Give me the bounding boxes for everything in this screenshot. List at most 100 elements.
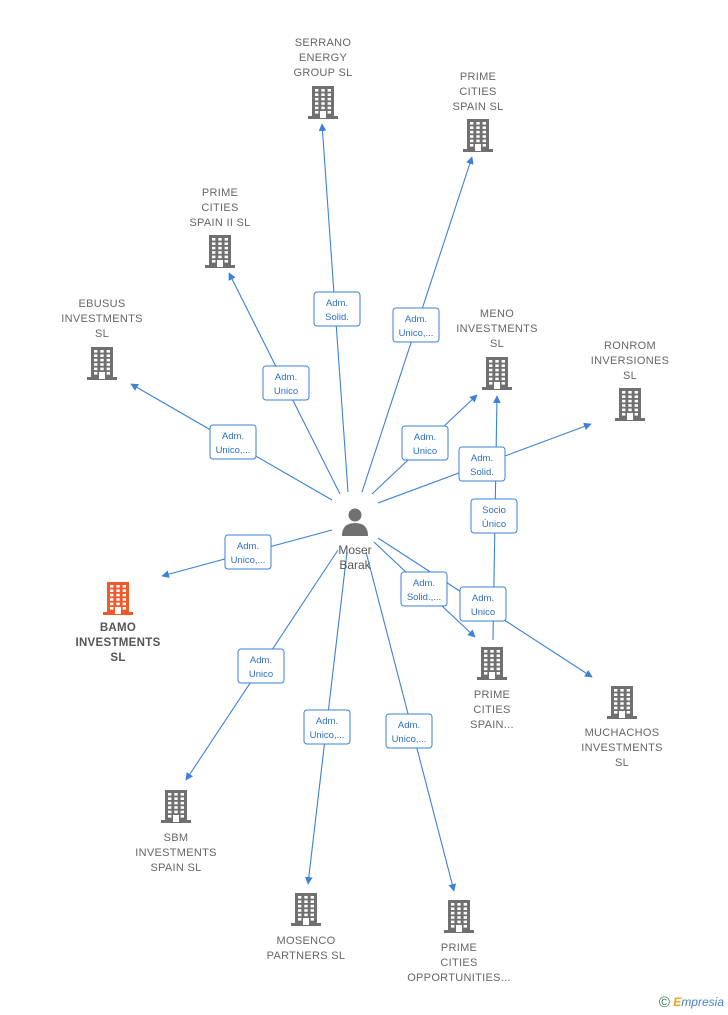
brand-rest: mpresia bbox=[681, 995, 724, 1009]
company-node-serrano[interactable]: SERRANO ENERGY GROUP SL bbox=[293, 37, 352, 119]
company-label-muchachos: MUCHACHOS bbox=[585, 727, 660, 739]
relation-label-text: Adm. bbox=[414, 432, 436, 443]
relation-label-serrano[interactable]: Adm.Solid. bbox=[313, 291, 361, 327]
company-label-serrano: SERRANO bbox=[295, 37, 352, 49]
building-icon bbox=[205, 235, 235, 268]
relation-label-ebusus[interactable]: Adm.Unico,... bbox=[209, 424, 257, 460]
relation-label-text: Adm. bbox=[405, 314, 427, 325]
company-label-ebusus: EBUSUS bbox=[78, 298, 125, 310]
company-label-muchachos: SL bbox=[615, 757, 629, 769]
relation-label-text: Adm. bbox=[326, 298, 348, 309]
brand-initial: E bbox=[673, 995, 682, 1009]
relation-label-text: Adm. bbox=[250, 655, 272, 666]
company-label-prime-cities-opportunities: OPPORTUNITIES... bbox=[407, 972, 511, 984]
relation-label-text: Socio bbox=[482, 505, 506, 516]
relation-label-box bbox=[303, 709, 351, 745]
company-label-bamo: BAMO bbox=[100, 622, 136, 634]
building-icon bbox=[308, 86, 338, 119]
relation-label-box bbox=[313, 291, 361, 327]
relation-label-prime-cities-opportunities[interactable]: Adm.Unico,... bbox=[385, 713, 433, 749]
building-icon bbox=[161, 790, 191, 823]
relation-label-box bbox=[224, 534, 272, 570]
company-label-ebusus: SL bbox=[95, 328, 109, 340]
edges-layer bbox=[130, 123, 593, 892]
company-label-prime-cities-spain: SPAIN SL bbox=[452, 101, 503, 113]
company-label-prime-cities-spain: PRIME bbox=[460, 71, 496, 83]
company-node-ronrom[interactable]: RONROM INVERSIONES SL bbox=[591, 340, 670, 421]
company-label-serrano: ENERGY bbox=[299, 52, 348, 64]
relation-label-text: Unico,... bbox=[392, 734, 427, 745]
company-node-muchachos[interactable]: MUCHACHOS INVESTMENTS SL bbox=[581, 686, 663, 769]
company-label-prime-cities-spain-2: SPAIN... bbox=[470, 719, 514, 731]
relation-label-text: Adm. bbox=[413, 578, 435, 589]
relation-label-sbm[interactable]: Adm. Unico bbox=[237, 648, 285, 684]
building-icon bbox=[615, 388, 645, 421]
company-label-prime-cities-spain-2: PRIME bbox=[474, 689, 510, 701]
relation-label-box bbox=[385, 713, 433, 749]
relation-label-text: Adm. bbox=[275, 372, 297, 383]
relation-label-meno[interactable]: Adm. Unico bbox=[401, 425, 449, 461]
company-label-sbm: SBM bbox=[164, 832, 189, 844]
relation-label-prime-cities-spain[interactable]: Adm.Unico,... bbox=[392, 307, 440, 343]
relation-label-text: Unico,... bbox=[231, 555, 266, 566]
building-icon bbox=[87, 347, 117, 380]
relation-label-text: Solid.,... bbox=[407, 592, 441, 603]
company-node-prime-cities-spain-2[interactable]: PRIMECITIESSPAIN... bbox=[470, 647, 514, 731]
person-name: Moser bbox=[338, 543, 371, 557]
company-label-sbm: INVESTMENTS bbox=[135, 847, 217, 859]
relation-label-ronrom[interactable]: Adm.Solid. bbox=[458, 446, 506, 482]
relation-label-prime-cities-spain-2[interactable]: Adm. Solid.,... bbox=[400, 571, 448, 607]
relation-label-muchachos[interactable]: Adm.Unico bbox=[459, 586, 507, 622]
relation-label-box bbox=[237, 648, 285, 684]
nodes-layer: SERRANO ENERGY GROUP SL PRIME CITIES SPAIN SL… bbox=[61, 37, 669, 984]
company-label-serrano: GROUP SL bbox=[293, 67, 352, 79]
relation-label-box bbox=[392, 307, 440, 343]
relation-label-text: Unico bbox=[249, 669, 273, 680]
relation-label-box bbox=[470, 498, 518, 534]
company-label-ronrom: RONROM bbox=[604, 340, 656, 352]
company-label-muchachos: INVESTMENTS bbox=[581, 742, 663, 754]
relation-label-text: Unico,... bbox=[310, 730, 345, 741]
company-label-bamo: INVESTMENTS bbox=[75, 637, 160, 649]
relation-label-box bbox=[209, 424, 257, 460]
relation-label-text: Unico bbox=[413, 446, 437, 457]
relation-label-text: Único bbox=[482, 519, 506, 530]
relation-label-text: Adm. bbox=[316, 716, 338, 727]
person-icon bbox=[342, 508, 368, 536]
company-label-mosenco: PARTNERS SL bbox=[267, 950, 346, 962]
company-node-prime-cities-opportunities[interactable]: PRIMECITIESOPPORTUNITIES... bbox=[407, 900, 511, 984]
company-label-meno: INVESTMENTS bbox=[456, 323, 538, 335]
relation-label-prime-cities-spain-ii[interactable]: Adm. Unico bbox=[262, 365, 310, 401]
relation-label-box bbox=[459, 586, 507, 622]
company-node-prime-cities-spain[interactable]: PRIME CITIES SPAIN SL bbox=[452, 71, 503, 152]
company-label-ronrom: INVERSIONES bbox=[591, 355, 670, 367]
relation-label-bamo[interactable]: Adm.Unico,... bbox=[224, 534, 272, 570]
company-label-meno: SL bbox=[490, 338, 504, 350]
company-label-prime-cities-spain: CITIES bbox=[459, 86, 496, 98]
person-name: Barak bbox=[339, 558, 371, 572]
edge-labels-layer: Adm.Solid.Adm.Unico,...Adm.UnicoAdm.Unic… bbox=[209, 291, 518, 749]
company-label-prime-cities-spain-ii: CITIES bbox=[201, 202, 238, 214]
company-label-prime-cities-spain-ii: SPAIN II SL bbox=[189, 217, 250, 229]
relation-label-box bbox=[401, 425, 449, 461]
relation-label-text: Unico,... bbox=[216, 445, 251, 456]
empresia-watermark[interactable]: © Empresia bbox=[659, 994, 724, 1011]
relation-label-text: Unico bbox=[274, 386, 298, 397]
company-label-ronrom: SL bbox=[623, 370, 637, 382]
copyright-symbol: © bbox=[658, 994, 670, 1011]
relation-label-text: Adm. bbox=[471, 453, 493, 464]
relation-label-box bbox=[262, 365, 310, 401]
building-icon bbox=[482, 357, 512, 390]
building-icon bbox=[463, 119, 493, 152]
relation-label-mosenco[interactable]: Adm. Unico,... bbox=[303, 709, 351, 745]
building-icon bbox=[607, 686, 637, 719]
